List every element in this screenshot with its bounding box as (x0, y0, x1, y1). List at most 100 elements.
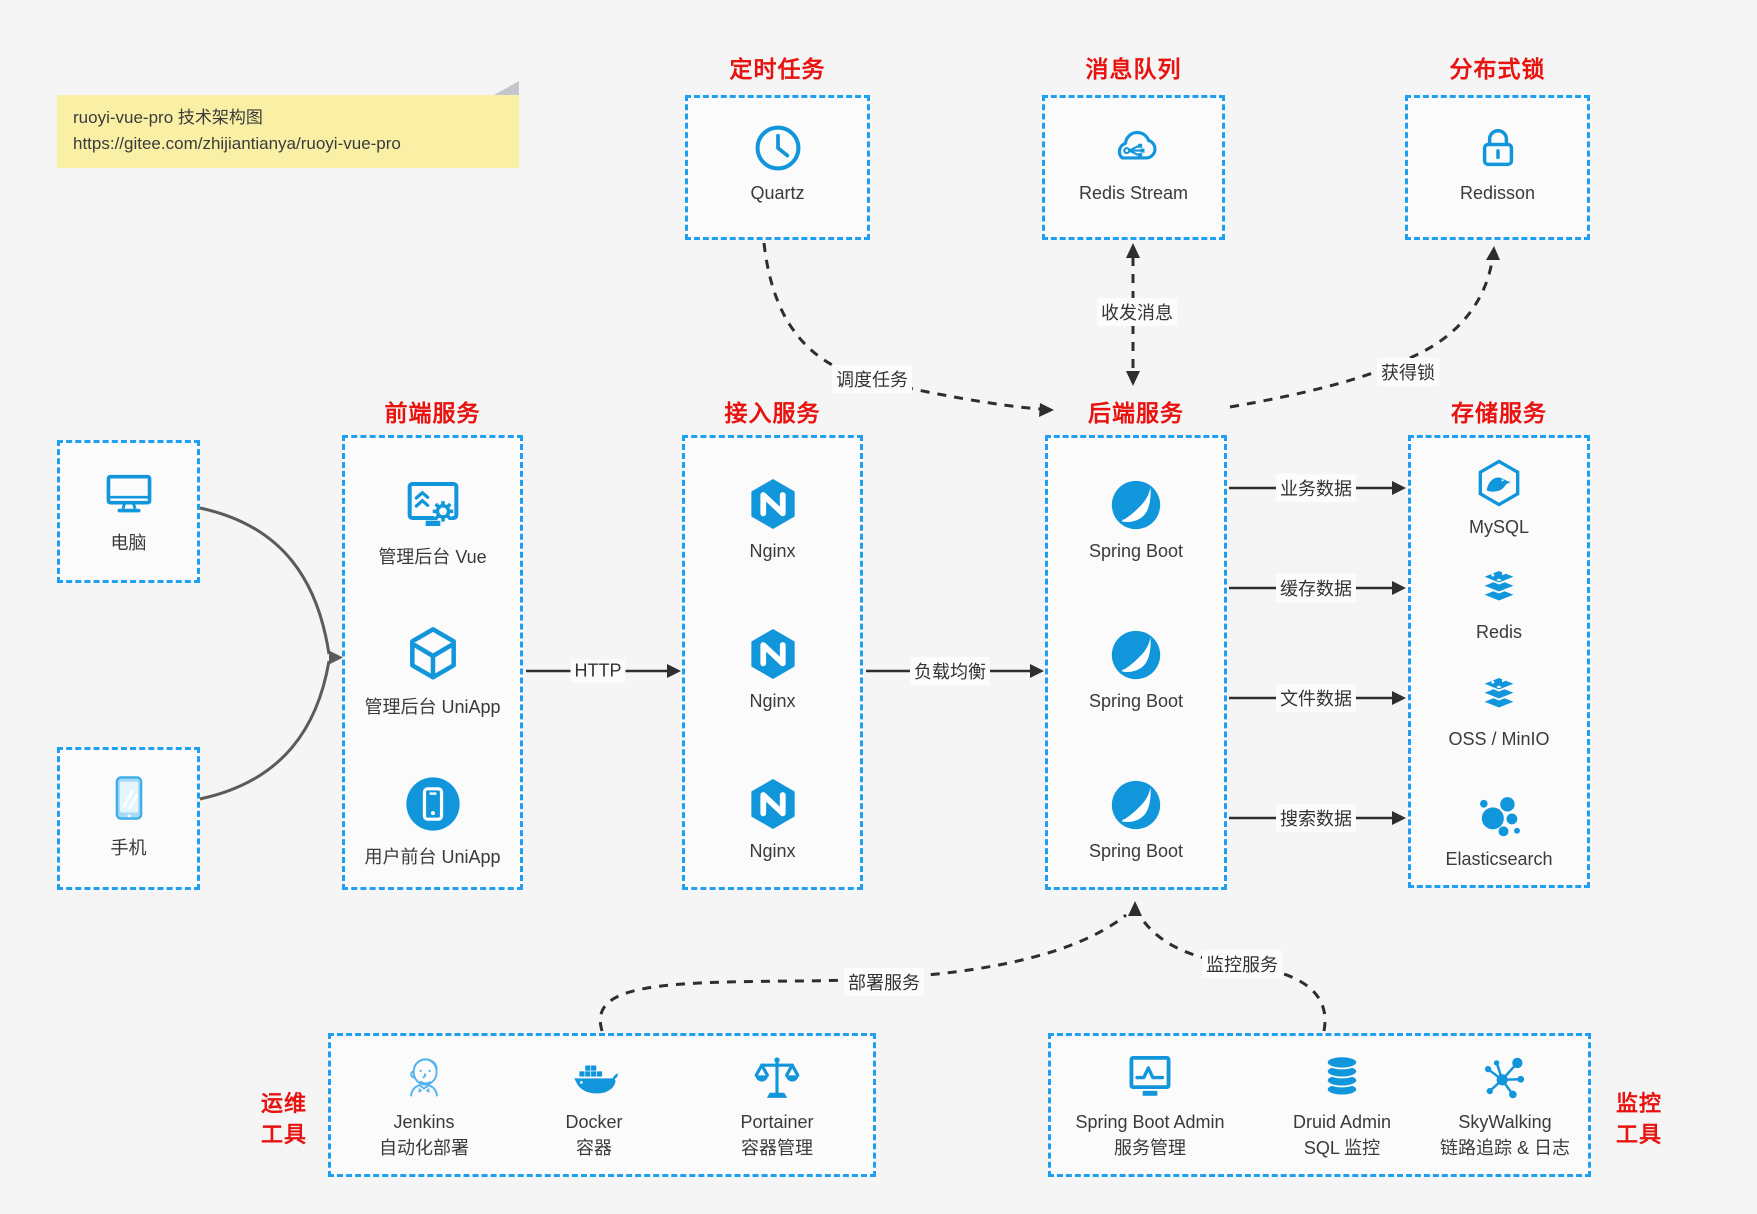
node-jenkins: Jenkins 自动化部署 (334, 1050, 514, 1161)
jenkins-icon (397, 1050, 451, 1104)
node-spring-boot-1: Spring Boot (1045, 476, 1227, 562)
node-nginx-2: Nginx (682, 624, 863, 712)
skywalking-icon (1478, 1050, 1532, 1104)
portainer-icon (750, 1050, 804, 1104)
node-redisson: Redisson (1405, 120, 1590, 204)
node-label: 手机 (110, 838, 147, 858)
group-title-frontend: 前端服务 (384, 400, 481, 426)
group-title-gateway: 接入服务 (724, 400, 821, 426)
elasticsearch-icon (1472, 788, 1526, 842)
tool-name: Spring Boot Admin (1075, 1112, 1225, 1132)
spring-boot-icon (1107, 476, 1165, 534)
group-title-lock: 分布式锁 (1449, 56, 1546, 82)
node-label: Redis (1475, 622, 1523, 642)
node-label: Redisson (1459, 183, 1536, 203)
node-redis: Redis (1408, 561, 1590, 643)
tool-desc: 容器管理 (740, 1138, 813, 1158)
note-url: https://gitee.com/zhijiantianya/ruoyi-vu… (73, 134, 401, 153)
side-label-ops-tools: 运维 工具 (260, 1091, 307, 1147)
node-label: 管理后台 Vue (378, 547, 487, 567)
spring-boot-icon (1107, 776, 1165, 834)
note-fold-corner (494, 81, 519, 95)
spring-boot-admin-icon (1123, 1050, 1177, 1104)
edge-label-file-data: 文件数据 (1276, 684, 1356, 712)
group-title-storage: 存储服务 (1451, 400, 1547, 426)
lock-icon (1470, 120, 1526, 176)
edge-label-http: HTTP (570, 659, 626, 683)
node-spring-boot-admin: Spring Boot Admin 服务管理 (1050, 1050, 1250, 1161)
storage-stack-icon (1472, 668, 1526, 722)
tool-name: Jenkins (393, 1112, 455, 1132)
clock-icon (750, 120, 806, 176)
node-label: 电脑 (110, 533, 147, 553)
node-portainer: Portainer 容器管理 (687, 1050, 867, 1161)
node-oss-minio: OSS / MinIO (1408, 668, 1590, 750)
edge-label-schedule-task: 调度任务 (832, 365, 912, 393)
tool-name: Docker (565, 1112, 623, 1132)
node-label: Nginx (749, 841, 796, 861)
node-label: Redis Stream (1078, 183, 1189, 203)
node-label: Nginx (749, 541, 796, 561)
tool-desc: 自动化部署 (379, 1138, 469, 1158)
acquire-lock-curve (1229, 260, 1494, 409)
tool-desc: SQL 监控 (1303, 1138, 1381, 1158)
nginx-icon (743, 624, 803, 684)
admin-vue-icon (401, 472, 465, 536)
node-admin-vue: 管理后台 Vue (342, 472, 523, 569)
tool-desc: 容器 (575, 1138, 612, 1158)
tool-name: Portainer (740, 1112, 814, 1132)
nginx-icon (743, 774, 803, 834)
node-label: 用户前台 UniApp (364, 847, 501, 867)
pc-to-frontend-curve (199, 506, 331, 655)
note-title: ruoyi-vue-pro 技术架构图 (73, 108, 263, 127)
nginx-icon (743, 474, 803, 534)
group-title-scheduler: 定时任务 (729, 56, 826, 82)
node-nginx-1: Nginx (682, 474, 863, 562)
spring-boot-icon (1107, 626, 1165, 684)
redis-stream-box (1042, 95, 1225, 240)
node-phone: 手机 (57, 769, 200, 860)
desktop-icon (100, 464, 158, 522)
tool-name: SkyWalking (1458, 1112, 1552, 1132)
node-redis-stream: Redis Stream (1042, 120, 1225, 204)
client-arrowhead (329, 650, 343, 665)
side-label-monitor-tools: 监控 工具 (1615, 1091, 1662, 1147)
node-pc: 电脑 (57, 464, 200, 555)
edge-label-search-data: 搜索数据 (1276, 804, 1356, 832)
node-admin-uniapp: 管理后台 UniApp (342, 622, 523, 719)
edge-label-business-data: 业务数据 (1276, 474, 1356, 502)
edge-label-load-balance: 负载均衡 (910, 657, 990, 685)
node-spring-boot-2: Spring Boot (1045, 626, 1227, 712)
edge-label-monitor-service: 监控服务 (1202, 950, 1282, 978)
node-docker: Docker 容器 (504, 1050, 684, 1161)
edge-label-cache-data: 缓存数据 (1276, 574, 1356, 602)
ops-tools-box (328, 1033, 876, 1177)
smartphone-icon (100, 769, 158, 827)
edge-label-message: 收发消息 (1097, 298, 1177, 326)
node-label: Elasticsearch (1445, 849, 1553, 869)
mobile-app-icon (401, 772, 465, 836)
edge-label-acquire-lock: 获得锁 (1377, 358, 1439, 386)
redis-stack-icon (1472, 561, 1526, 615)
node-label: Spring Boot (1088, 691, 1184, 711)
node-label: 管理后台 UniApp (364, 697, 501, 717)
group-title-backend: 后端服务 (1088, 400, 1184, 426)
druid-icon (1315, 1050, 1369, 1104)
edge-label-deploy-service: 部署服务 (844, 968, 924, 996)
node-mysql: MySQL (1408, 456, 1590, 538)
sticky-note: ruoyi-vue-pro 技术架构图 https://gitee.com/zh… (57, 95, 519, 168)
node-nginx-3: Nginx (682, 774, 863, 862)
redisson-box (1405, 95, 1590, 240)
tool-name: Druid Admin (1292, 1112, 1392, 1132)
node-label: MySQL (1468, 517, 1529, 537)
node-label: Spring Boot (1088, 541, 1184, 561)
node-label: Spring Boot (1088, 841, 1184, 861)
node-quartz: Quartz (685, 120, 870, 204)
phone-to-frontend-curve (199, 660, 331, 801)
cloud-share-icon (1106, 120, 1162, 176)
node-label: OSS / MinIO (1448, 729, 1550, 749)
tool-desc: 服务管理 (1114, 1138, 1186, 1158)
